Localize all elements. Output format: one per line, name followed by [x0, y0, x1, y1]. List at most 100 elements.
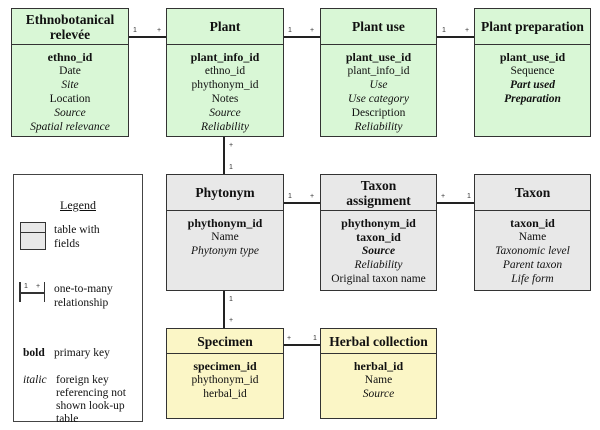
table-field: phythonym_id	[191, 79, 259, 91]
rel-many-label: +	[441, 193, 446, 200]
table-field: Description	[351, 107, 406, 119]
rel-many-label: +	[229, 142, 234, 149]
table-field: Site	[61, 79, 79, 91]
rel-many-label: +	[310, 193, 315, 200]
table-field: Taxonomic level	[495, 245, 570, 257]
table-field: Reliability	[354, 259, 403, 271]
table-field: Sequence	[510, 65, 555, 77]
table-field: Name	[211, 231, 239, 243]
table-field: Location	[49, 93, 91, 105]
table-field: plant_use_id	[499, 50, 566, 64]
rel-one-label: 1	[288, 193, 292, 200]
table-field: Reliability	[201, 121, 249, 133]
legend-relationship-icon: 1 +	[19, 282, 45, 302]
table-field: Notes	[211, 93, 239, 105]
table-field: Part used	[509, 79, 556, 91]
rel-many-label: +	[229, 317, 234, 324]
rel-plant-phytonym	[223, 137, 225, 174]
table-field: phythonym_id	[187, 216, 263, 230]
rel-taxonassign-taxon	[437, 202, 474, 204]
table-title: Specimen	[167, 329, 283, 354]
rel-one-label: 1	[229, 164, 233, 171]
rel-many-label: +	[310, 27, 315, 34]
table-field: specimen_id	[193, 359, 257, 373]
table-field: Source	[361, 245, 396, 257]
rel-one-label: 1	[229, 296, 233, 303]
rel-phytonym-specimen	[223, 291, 225, 328]
table-field: plant_info_id	[190, 50, 260, 64]
rel-one-label: 1	[467, 193, 471, 200]
table-field: Source	[54, 107, 86, 119]
table-field: Spatial relevance	[30, 121, 110, 133]
legend-rel-desc: one-to-many relationship	[54, 283, 113, 309]
rel-plantuse-prep	[437, 36, 474, 38]
table-field: Source	[209, 107, 241, 119]
table-field: taxon_id	[356, 230, 401, 244]
table-field: taxon_id	[510, 216, 555, 230]
table-title: Plant use	[321, 9, 436, 45]
legend-bold-key: bold	[23, 347, 45, 359]
table-field: Parent taxon	[502, 259, 563, 271]
table-title: Taxon assignment	[321, 175, 436, 211]
rel-many-label: +	[287, 335, 292, 342]
table-field: Phytonym type	[190, 245, 259, 257]
table-field: Name	[518, 231, 547, 243]
legend-table-desc: table with fields	[54, 224, 100, 250]
table-field: phythonym_id	[341, 216, 416, 230]
rel-specimen-herbal	[284, 344, 320, 346]
table-field: Reliability	[354, 121, 403, 133]
table-field: herbal_id	[353, 359, 404, 373]
table-field: Original taxon name	[331, 273, 426, 285]
table-title: Ethnobotanical relevée	[12, 9, 128, 45]
rel-plant-plantuse	[284, 36, 320, 38]
legend-bold-desc: primary key	[54, 347, 110, 359]
table-field: Name	[364, 374, 393, 386]
table-field: Preparation	[504, 93, 561, 105]
table-field: Date	[59, 65, 81, 77]
table-field: ethno_id	[47, 50, 93, 64]
rel-one-label: 1	[442, 27, 446, 34]
table-title: Phytonym	[167, 175, 283, 211]
table-title: Herbal collection	[321, 329, 436, 354]
rel-ethno-plant	[129, 36, 166, 38]
table-title: Plant preparation	[475, 9, 590, 45]
table-title: Taxon	[475, 175, 590, 211]
legend-italic-desc: foreign key referencing not shown look-u…	[56, 374, 126, 425]
table-field: herbal_id	[203, 388, 247, 400]
legend-table-icon	[20, 222, 46, 250]
table-field: Use	[369, 79, 388, 91]
table-field: Source	[362, 388, 395, 400]
table-title: Plant	[167, 9, 283, 45]
legend: Legend table with fields 1 + one-to-many…	[13, 174, 143, 425]
rel-many-label: +	[157, 27, 162, 34]
table-field: phythonym_id	[191, 374, 259, 386]
rel-many-label: +	[465, 27, 470, 34]
rel-phytonym-taxonassign	[284, 202, 320, 204]
table-field: Use category	[348, 93, 409, 105]
table-field: plant_use_id	[345, 50, 412, 64]
rel-one-label: 1	[313, 335, 317, 342]
rel-one-label: 1	[288, 27, 292, 34]
table-field: Life form	[511, 273, 554, 285]
legend-title: Legend	[60, 198, 96, 212]
legend-italic-key: italic	[23, 374, 47, 386]
rel-one-label: 1	[133, 27, 137, 34]
